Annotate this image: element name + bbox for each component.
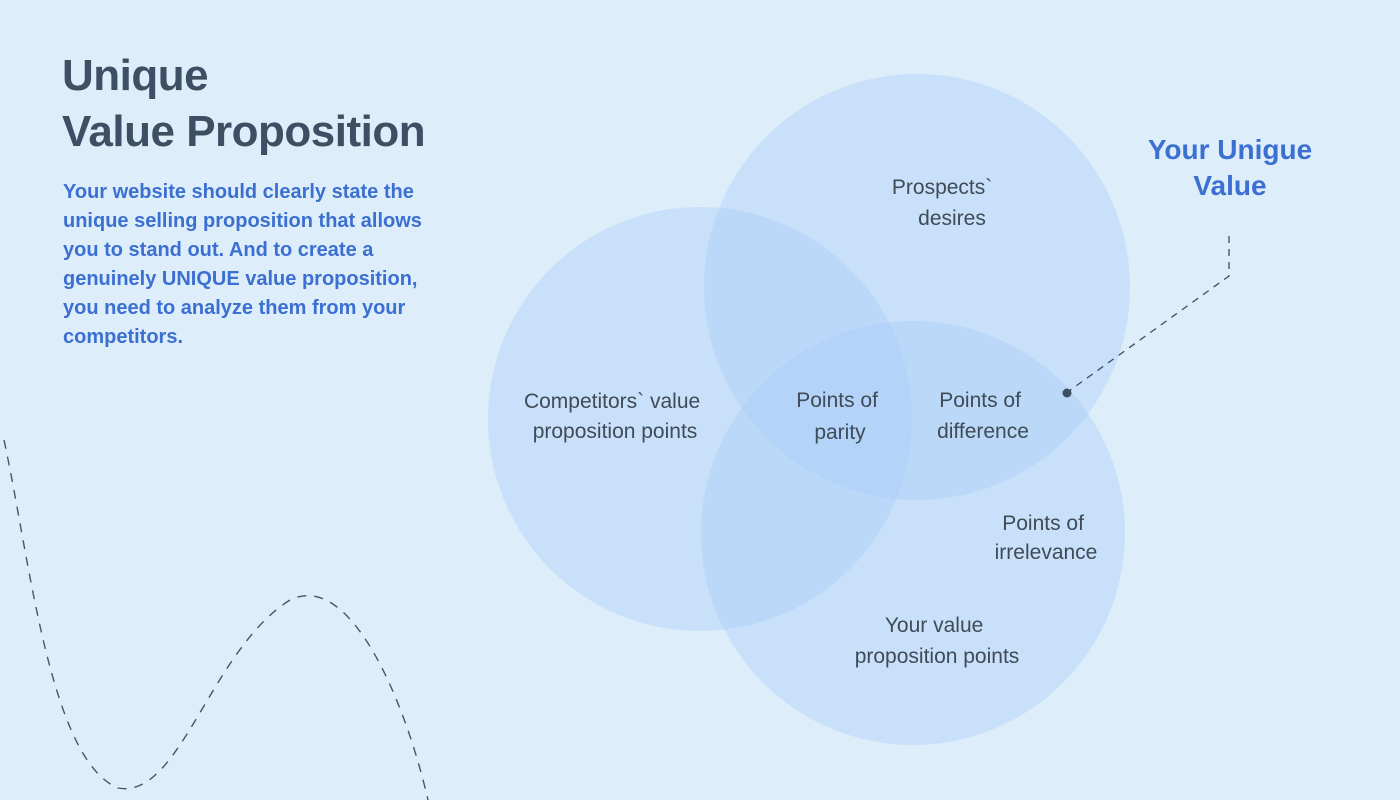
label-prospects-desires: Prospects` desires	[892, 176, 998, 230]
label-your-value-line-1: Your value	[885, 614, 983, 637]
label-competitors-line-2: proposition points	[533, 420, 698, 443]
circle-your-value	[701, 321, 1125, 745]
your-unique-value-callout: Your Unigue Value	[1130, 132, 1330, 204]
label-irrelevance-line-1: Points of	[1002, 512, 1084, 535]
intro-paragraph: Your website should clearly state the un…	[63, 181, 422, 348]
label-competitors-line-1: Competitors` value	[524, 390, 700, 413]
label-points-of-parity: Points of parity	[796, 389, 884, 444]
callout-line-2: Value	[1193, 170, 1267, 201]
label-prospects-line-2: desires	[918, 207, 986, 230]
label-difference-line-2: difference	[937, 420, 1029, 443]
label-irrelevance-line-2: irrelevance	[995, 541, 1098, 564]
page-title: Unique Value Proposition	[62, 48, 426, 160]
label-parity-line-1: Points of	[796, 389, 878, 412]
callout-marker-dot	[1062, 388, 1072, 398]
label-prospects-line-1: Prospects`	[892, 176, 992, 199]
label-points-of-irrelevance: Points of irrelevance	[995, 512, 1098, 564]
label-difference-line-1: Points of	[939, 389, 1021, 412]
label-points-of-difference: Points of difference	[937, 389, 1029, 443]
label-your-value-line-2: proposition points	[855, 645, 1020, 668]
label-competitors-value: Competitors` value proposition points	[524, 390, 706, 443]
callout-leader-line	[1068, 236, 1230, 392]
title-line-1: Unique	[62, 51, 209, 100]
label-your-value: Your value proposition points	[855, 614, 1020, 668]
title-line-2: Value Proposition	[62, 107, 426, 156]
circle-prospects-desires	[704, 74, 1130, 500]
label-parity-line-2: parity	[814, 421, 866, 444]
circle-competitors-value	[488, 207, 912, 631]
callout-line-1: Your Unigue	[1147, 134, 1313, 165]
